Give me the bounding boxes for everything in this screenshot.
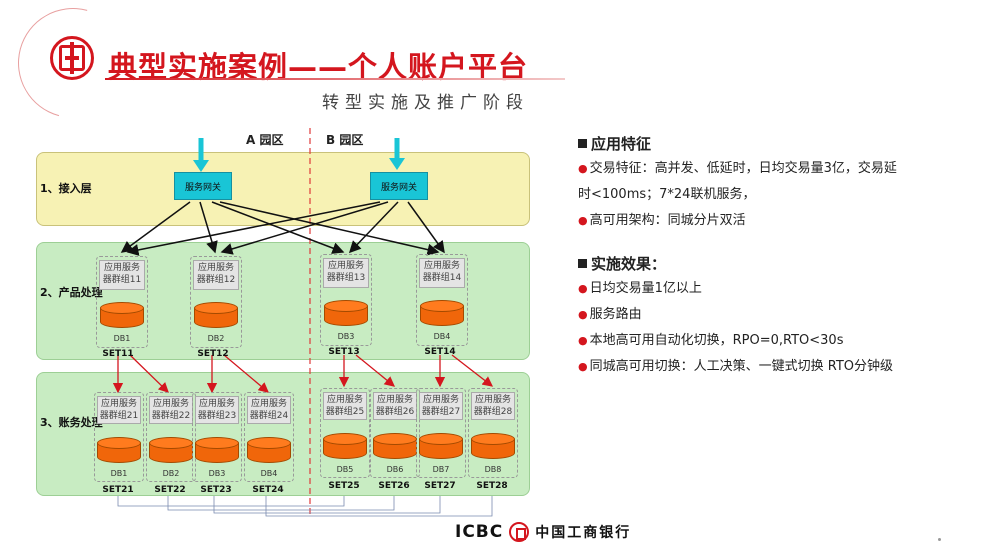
list-item: ●同城高可用切换：人工决策、一键式切换 RTO分钟级 xyxy=(578,359,894,374)
account-group-26: 应用服务器群组26 DB6 xyxy=(370,388,420,478)
account-group-21: 应用服务器群组21 DB1 xyxy=(94,392,144,482)
db-cylinder-icon xyxy=(471,433,515,463)
icbc-logo-icon xyxy=(50,36,94,80)
account-group-28: 应用服务器群组28 DB8 xyxy=(468,388,518,478)
list-item: ●高可用架构：同城分片双活 xyxy=(578,213,746,228)
bullet-dot-icon: ● xyxy=(578,334,588,347)
list-item: ●交易特征：高并发、低延时，日均交易量3亿，交易延 xyxy=(578,161,897,176)
set-label: SET28 xyxy=(476,481,508,491)
bullet-dot-icon: ● xyxy=(578,162,588,175)
set-label: SET12 xyxy=(197,349,229,359)
icbc-logo-icon xyxy=(509,522,530,542)
bullet-dot-icon: ● xyxy=(578,308,588,321)
service-gateway-b: 服务网关 xyxy=(370,172,428,200)
product-group-14: 应用服务器群组14 DB4 xyxy=(416,254,468,346)
set-label: SET27 xyxy=(424,481,456,491)
set-label: SET24 xyxy=(252,485,284,495)
zone-b-label: B 园区 xyxy=(326,133,364,147)
set-label: SET14 xyxy=(424,347,456,357)
db-cylinder-icon xyxy=(247,437,291,467)
zone-a-label: A 园区 xyxy=(246,133,284,147)
set-label: SET23 xyxy=(200,485,232,495)
db-cylinder-icon xyxy=(100,302,144,332)
db-cylinder-icon xyxy=(323,433,367,463)
info-panel: 应用特征 ●交易特征：高并发、低延时，日均交易量3亿，交易延 时<100ms；7… xyxy=(578,130,978,380)
page-marker xyxy=(938,538,941,541)
db-cylinder-icon xyxy=(149,437,193,467)
product-group-11: 应用服务器群组11 DB1 xyxy=(96,256,148,348)
account-group-22: 应用服务器群组22 DB2 xyxy=(146,392,196,482)
footer-brand: ICBC 中国工商银行 xyxy=(455,522,631,542)
diagram-connectors xyxy=(112,128,494,517)
db-cylinder-icon xyxy=(195,437,239,467)
product-group-13: 应用服务器群组13 DB3 xyxy=(320,254,372,346)
architecture-diagram: A 园区 B 园区 1、接入层 2、产品处理 3、账务处理 xyxy=(36,128,530,517)
set-label: SET11 xyxy=(102,349,134,359)
bullet-dot-icon: ● xyxy=(578,214,588,227)
set-label: SET26 xyxy=(378,481,410,491)
set-label: SET21 xyxy=(102,485,134,495)
db-cylinder-icon xyxy=(194,302,238,332)
layer1-label: 1、接入层 xyxy=(40,182,92,195)
layer2-label: 2、产品处理 xyxy=(40,286,103,299)
db-cylinder-icon xyxy=(420,300,464,330)
bullet-dot-icon: ● xyxy=(578,282,588,295)
set-label: SET25 xyxy=(328,481,360,491)
access-layer xyxy=(36,152,530,226)
account-group-24: 应用服务器群组24 DB4 xyxy=(244,392,294,482)
title-underline xyxy=(105,78,565,80)
bank-name: 中国工商银行 xyxy=(535,525,632,541)
db-cylinder-icon xyxy=(324,300,368,330)
section-heading: 实施效果： xyxy=(578,250,978,276)
account-group-25: 应用服务器群组25 DB5 xyxy=(320,388,370,478)
bullet-dot-icon: ● xyxy=(578,360,588,373)
account-group-23: 应用服务器群组23 DB3 xyxy=(192,392,242,482)
list-item: ●日均交易量1亿以上 xyxy=(578,281,702,296)
brand-wordmark: ICBC xyxy=(455,522,504,542)
db-cylinder-icon xyxy=(419,433,463,463)
set-label: SET13 xyxy=(328,347,360,357)
list-item-continuation: 时<100ms；7*24联机服务， xyxy=(578,187,756,202)
db-cylinder-icon xyxy=(373,433,417,463)
list-item: ●服务路由 xyxy=(578,307,642,322)
service-gateway-a: 服务网关 xyxy=(174,172,232,200)
page-subtitle: 转型实施及推广阶段 xyxy=(322,93,529,113)
account-group-27: 应用服务器群组27 DB7 xyxy=(416,388,466,478)
list-item: ●本地高可用自动化切换，RPO=0,RTO<30s xyxy=(578,333,844,348)
bullet-square-icon xyxy=(578,258,587,268)
db-cylinder-icon xyxy=(97,437,141,467)
set-label: SET22 xyxy=(154,485,186,495)
section-heading: 应用特征 xyxy=(578,130,978,156)
layer3-label: 3、账务处理 xyxy=(40,416,103,429)
product-group-12: 应用服务器群组12 DB2 xyxy=(190,256,242,348)
bullet-square-icon xyxy=(578,138,587,148)
